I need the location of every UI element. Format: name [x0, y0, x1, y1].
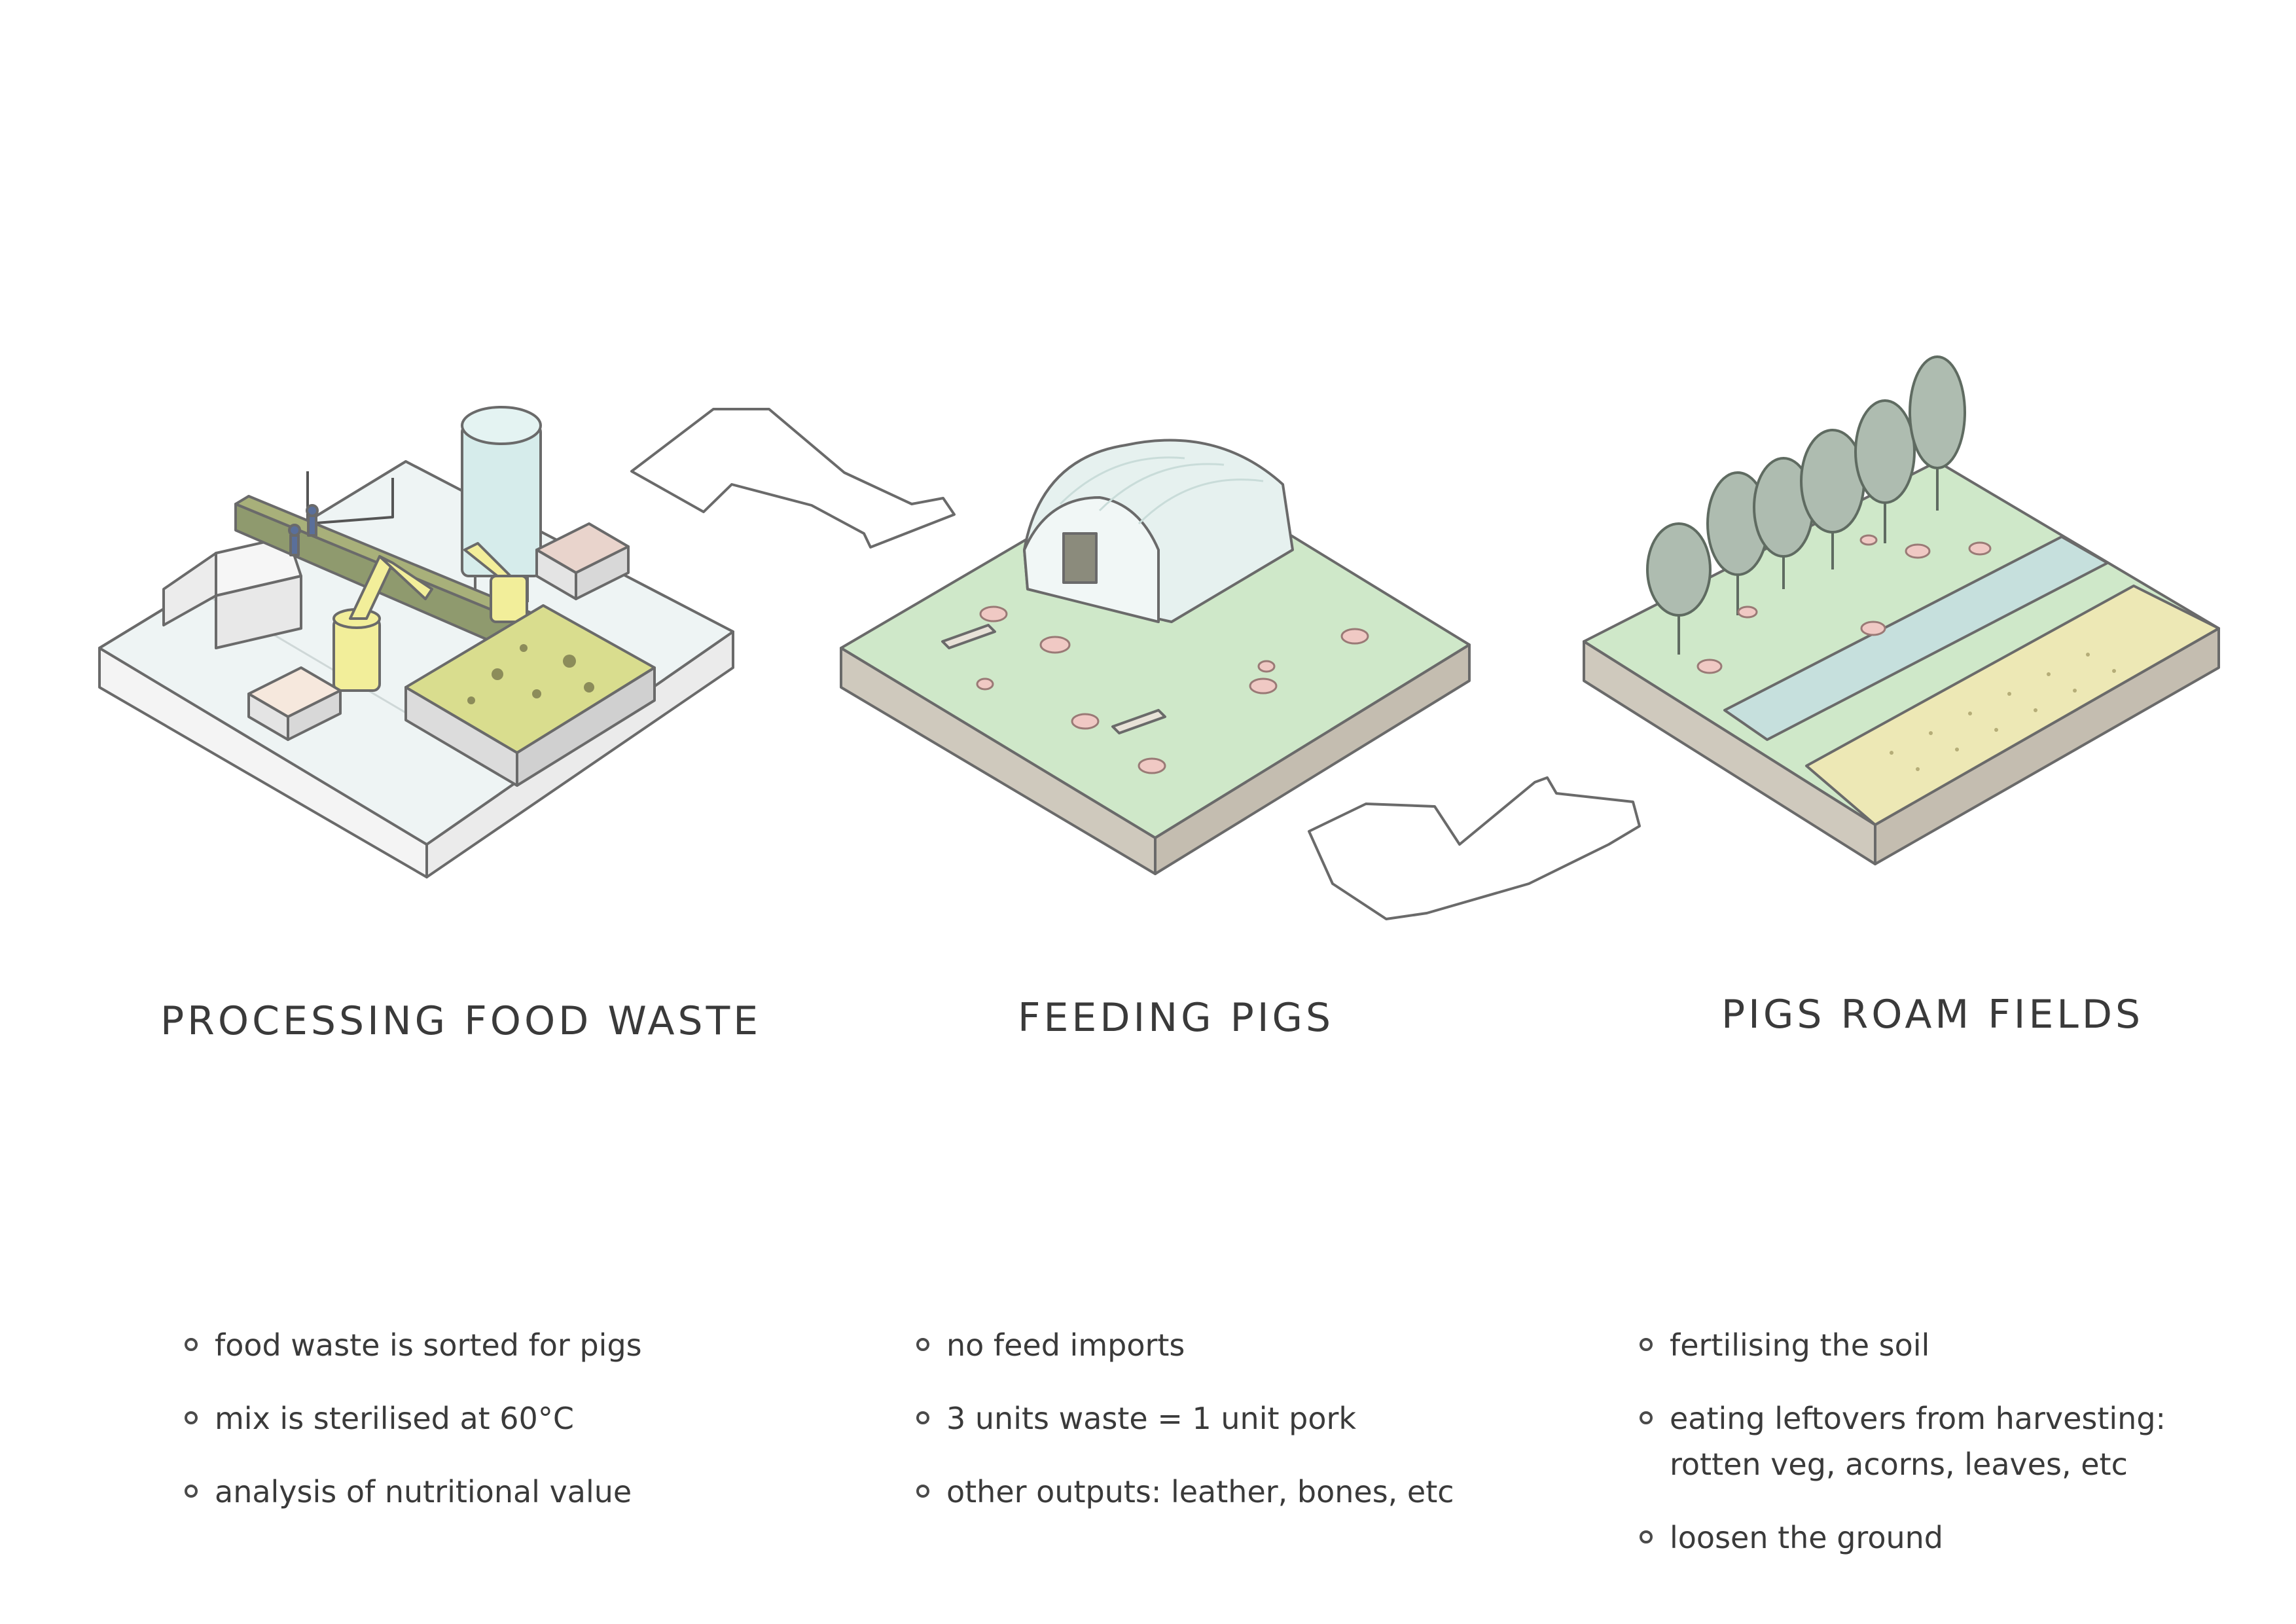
stage-notes-processing: food waste is sorted for pigs mix is ste…: [185, 1322, 774, 1542]
bullet-icon: [916, 1338, 929, 1351]
stage-notes-roaming: fertilising the soil eating leftovers fr…: [1640, 1322, 2268, 1588]
note-text: analysis of nutritional value: [215, 1474, 632, 1509]
note-item: 3 units waste = 1 unit pork: [916, 1396, 1538, 1441]
bullet-icon: [185, 1411, 198, 1424]
note-item: mix is sterilised at 60°C: [185, 1396, 774, 1441]
pig-barn-pasture-illustration: [840, 439, 1471, 875]
note-text: other outputs: leather, bones, etc: [946, 1474, 1454, 1509]
bullet-icon: [185, 1338, 198, 1351]
stage-notes-feeding: no feed imports 3 units waste = 1 unit p…: [916, 1322, 1538, 1542]
note-item: loosen the ground: [1640, 1515, 2268, 1561]
bullet-icon: [1640, 1338, 1653, 1351]
note-text: loosen the ground: [1670, 1520, 1943, 1555]
note-item: other outputs: leather, bones, etc: [916, 1469, 1538, 1515]
note-text: 3 units waste = 1 unit pork: [946, 1401, 1357, 1436]
note-item: no feed imports: [916, 1322, 1538, 1368]
note-item: eating leftovers from harvesting: rotten…: [1640, 1396, 2268, 1487]
note-text: no feed imports: [946, 1327, 1185, 1363]
bullet-icon: [1640, 1411, 1653, 1424]
stage-title-roaming: PIGS ROAM FIELDS: [1721, 992, 2144, 1038]
note-item: analysis of nutritional value: [185, 1469, 774, 1515]
note-item: food waste is sorted for pigs: [185, 1322, 774, 1368]
processing-plant-illustration: [98, 406, 734, 878]
bullet-icon: [1640, 1530, 1653, 1543]
stage-title-processing: PROCESSING FOOD WASTE: [160, 998, 762, 1044]
note-text: eating leftovers from harvesting: rotten…: [1670, 1401, 2166, 1482]
note-item: fertilising the soil: [1640, 1322, 2268, 1368]
note-text: food waste is sorted for pigs: [215, 1327, 642, 1363]
flow-arrow-1: [630, 408, 956, 549]
note-text: mix is sterilised at 60°C: [215, 1401, 574, 1436]
bullet-icon: [916, 1411, 929, 1424]
bullet-icon: [916, 1485, 929, 1498]
pigs-roam-fields-illustration: [1583, 355, 2220, 865]
note-text: fertilising the soil: [1670, 1327, 1930, 1363]
flow-arrow-2: [1308, 776, 1641, 920]
stage-title-feeding: FEEDING PIGS: [1018, 995, 1335, 1041]
bullet-icon: [185, 1485, 198, 1498]
